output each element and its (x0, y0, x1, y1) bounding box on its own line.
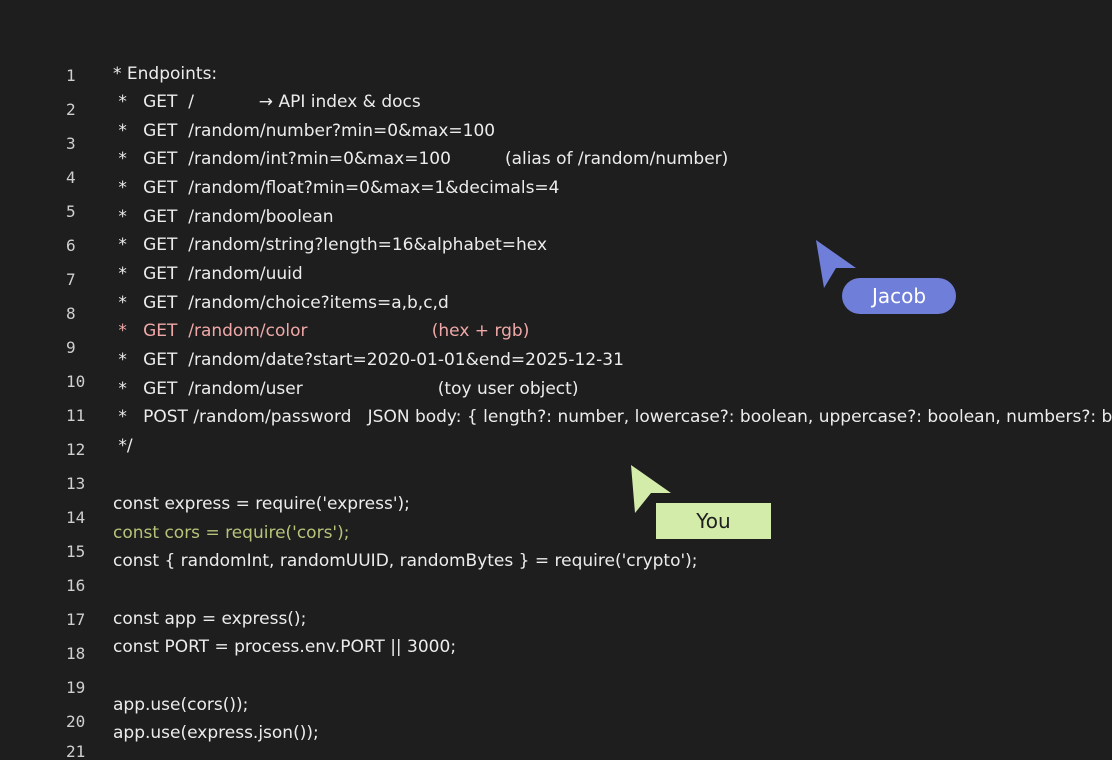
line-number: 9 (66, 338, 76, 357)
line-number: 2 (66, 100, 76, 119)
line-number: 3 (66, 134, 76, 153)
line-number: 14 (66, 508, 86, 527)
line-number: 4 (66, 168, 76, 187)
code-line[interactable]: const app = express(); (113, 609, 307, 629)
line-number: 20 (66, 712, 86, 731)
code-line[interactable]: app.use(cors()); (113, 695, 249, 715)
jacob-cursor-arrow-icon (816, 240, 856, 288)
line-number: 12 (66, 440, 86, 459)
code-line-you-selection[interactable]: const cors = require('cors'); (113, 523, 350, 543)
line-number: 10 (66, 372, 86, 391)
line-number: 15 (66, 542, 86, 561)
line-number: 16 (66, 576, 86, 595)
line-number: 19 (66, 678, 86, 697)
line-number: 7 (66, 270, 76, 289)
code-line[interactable]: * GET /random/float?min=0&max=1&decimals… (113, 178, 560, 198)
you-cursor-label: You (656, 503, 771, 539)
code-line[interactable]: * GET /random/boolean (113, 207, 334, 227)
line-number: 11 (66, 406, 86, 425)
code-line[interactable]: * GET /random/number?min=0&max=100 (113, 121, 496, 141)
line-number: 1 (66, 66, 76, 85)
code-line[interactable]: * POST /random/password JSON body: { len… (113, 407, 1112, 427)
code-line[interactable]: * GET /random/uuid (113, 264, 303, 284)
code-line[interactable]: * GET /random/date?start=2020-01-01&end=… (113, 350, 624, 370)
code-line[interactable]: * GET /random/string?length=16&alphabet=… (113, 235, 548, 255)
code-line[interactable]: */ (113, 436, 133, 456)
line-number: 6 (66, 236, 76, 255)
code-line[interactable]: * GET /random/choice?items=a,b,c,d (113, 293, 449, 313)
line-number: 8 (66, 304, 76, 323)
code-line[interactable]: * GET /random/int?min=0&max=100 (alias o… (113, 149, 729, 169)
code-line[interactable]: * GET / → API index & docs (113, 92, 421, 112)
code-line[interactable]: const express = require('express'); (113, 494, 410, 514)
line-number: 18 (66, 644, 86, 663)
line-number: 5 (66, 202, 76, 221)
you-cursor-arrow-icon (631, 465, 671, 513)
code-line-jacob-selection[interactable]: * GET /random/color (hex + rgb) (113, 321, 530, 341)
code-line[interactable]: const { randomInt, randomUUID, randomByt… (113, 551, 698, 571)
line-number: 17 (66, 610, 86, 629)
line-number: 13 (66, 474, 86, 493)
code-line[interactable]: const PORT = process.env.PORT || 3000; (113, 637, 457, 657)
code-line[interactable]: * Endpoints: (113, 64, 218, 84)
code-line[interactable]: app.use(express.json()); (113, 723, 319, 743)
line-number: 21 (66, 742, 86, 760)
code-line[interactable]: * GET /random/user (toy user object) (113, 379, 579, 399)
jacob-cursor-label: Jacob (842, 278, 956, 314)
